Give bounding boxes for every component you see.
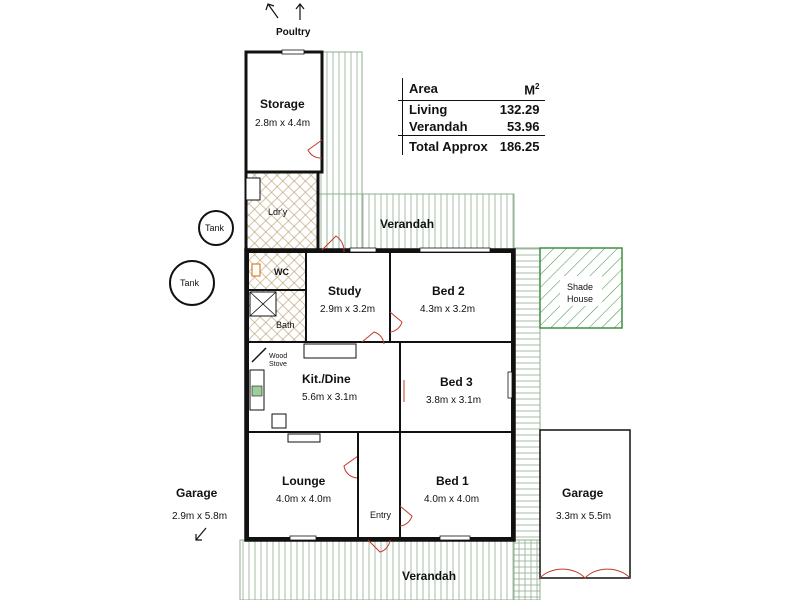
garage-left-label: Garage	[176, 486, 218, 500]
storage-door	[307, 139, 323, 159]
study-label: Study	[328, 284, 362, 298]
poultry-label: Poultry	[276, 27, 311, 38]
area-row-label: Verandah	[409, 119, 468, 135]
area-row-value: 132.29	[499, 102, 540, 118]
verandah-top-label: Verandah	[380, 217, 434, 231]
area-header-unit-sup: 2	[535, 82, 540, 91]
tank-large	[169, 260, 215, 306]
area-table: Area M2 Living 132.29 Verandah 53.96 Tot…	[398, 78, 546, 156]
bed3-label: Bed 3	[440, 375, 473, 389]
verandah-bottom-label: Verandah	[402, 569, 456, 583]
shade-house-label-2: House	[567, 294, 593, 304]
area-row: Living 132.29	[398, 100, 545, 119]
wood-stove-label-1: Wood	[269, 353, 287, 360]
study-room	[305, 251, 391, 343]
bed1-room	[399, 431, 513, 539]
entry-label: Entry	[370, 510, 392, 520]
bath-label: Bath	[276, 320, 295, 330]
area-header-unit: M	[524, 82, 536, 98]
area-header-label: Area	[402, 78, 494, 102]
kitdine-dim: 5.6m x 3.1m	[302, 392, 357, 403]
bed2-label: Bed 2	[432, 284, 465, 298]
lounge-label: Lounge	[282, 474, 326, 488]
tank-small-label: Tank	[205, 223, 225, 233]
garage-left-arrow	[195, 527, 207, 541]
entry-door	[367, 539, 391, 553]
kitdine-label: Kit./Dine	[302, 372, 351, 386]
area-total-label: Total Approx	[402, 135, 494, 156]
lounge-room	[247, 431, 359, 539]
area-total-value: 186.25	[493, 135, 546, 156]
kitdine-door	[361, 331, 385, 345]
area-row-label: Living	[409, 102, 448, 118]
area-row: Verandah 53.96	[398, 118, 545, 136]
entry-hall	[357, 431, 401, 539]
bed3-dim: 3.8m x 3.1m	[426, 395, 481, 406]
bed2-dim: 4.3m x 3.2m	[420, 304, 475, 315]
study-dim: 2.9m x 3.2m	[320, 304, 375, 315]
verandah-band-top	[317, 193, 515, 251]
north-arrows	[265, 3, 305, 20]
garage-right	[539, 429, 631, 579]
area-table-header: Area M2	[398, 78, 546, 102]
lounge-door	[343, 455, 359, 479]
bed1-door	[399, 505, 413, 527]
lounge-dim: 4.0m x 4.0m	[276, 494, 331, 505]
garage-left-dim: 2.9m x 5.8m	[172, 511, 227, 522]
laundry-label: Ldr'y	[268, 207, 288, 217]
verandah-band-bottom	[239, 539, 541, 600]
shade-house-label-1: Shade	[567, 282, 593, 292]
wc-label: WC	[274, 267, 289, 277]
storage-dim: 2.8m x 4.4m	[255, 118, 310, 129]
area-total-row: Total Approx 186.25	[398, 135, 546, 156]
storage-label: Storage	[260, 97, 305, 111]
bed1-dim: 4.0m x 4.0m	[424, 494, 479, 505]
bed2-door	[389, 311, 403, 333]
wood-stove-label-2: Stove	[269, 361, 287, 368]
area-row-value: 53.96	[506, 119, 540, 135]
study-door	[321, 235, 345, 253]
garage-right-label: Garage	[562, 486, 604, 500]
garage-right-dim: 3.3m x 5.5m	[556, 511, 611, 522]
bed2-room	[389, 251, 513, 343]
tank-small	[198, 210, 234, 246]
bed1-label: Bed 1	[436, 474, 469, 488]
tank-large-label: Tank	[180, 278, 200, 288]
